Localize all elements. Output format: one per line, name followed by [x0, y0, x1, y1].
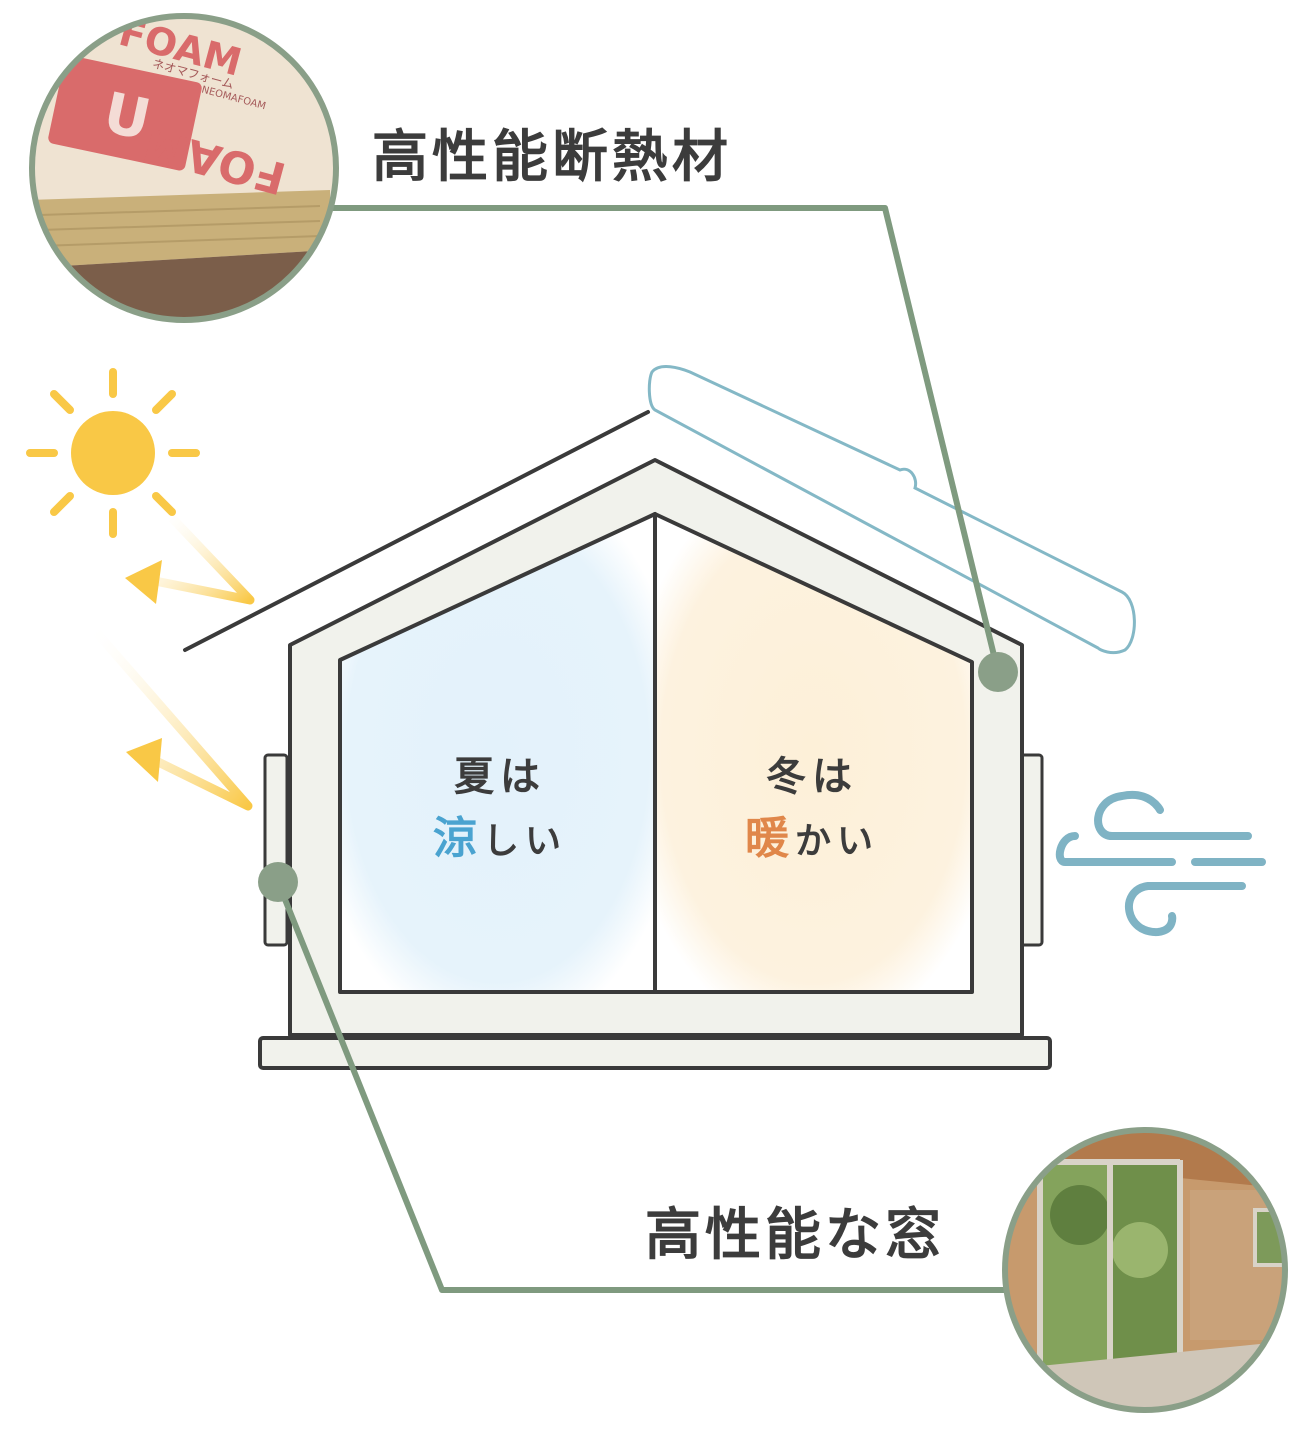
left-wall-panel [263, 753, 289, 947]
insulation-label: 高性能断熱材 [372, 125, 732, 190]
summer-rest: しい [482, 821, 567, 862]
winter-line2: 暖かい [712, 808, 912, 873]
sun-icon [26, 368, 200, 538]
winter-rest: かい [794, 821, 879, 862]
roof-line [183, 410, 650, 652]
wind-icon [1055, 790, 1266, 936]
insulation-callout-dot [978, 652, 1018, 692]
heat-reflection-arrow-icon [86, 514, 255, 811]
summer-caption: 夏は 涼しい [400, 746, 600, 873]
summer-accent: 涼 [432, 813, 483, 864]
winter-caption: 冬は 暖かい [712, 746, 912, 873]
winter-room [653, 512, 974, 994]
insulation-photo: U FOAM ネオマフォーム NEOMAFOAM FOAM [32, 16, 336, 320]
winter-line1: 冬は [766, 754, 858, 800]
window-callout-dot [258, 862, 298, 902]
window-label: 高性能な窓 [645, 1203, 945, 1268]
summer-line2: 涼しい [400, 808, 600, 873]
roof-insulation-outline [647, 365, 1136, 655]
callout-lines [275, 205, 1170, 1293]
house-foundation [258, 1036, 1052, 1070]
winter-accent: 暖 [744, 813, 795, 864]
summer-line1: 夏は [454, 754, 546, 800]
